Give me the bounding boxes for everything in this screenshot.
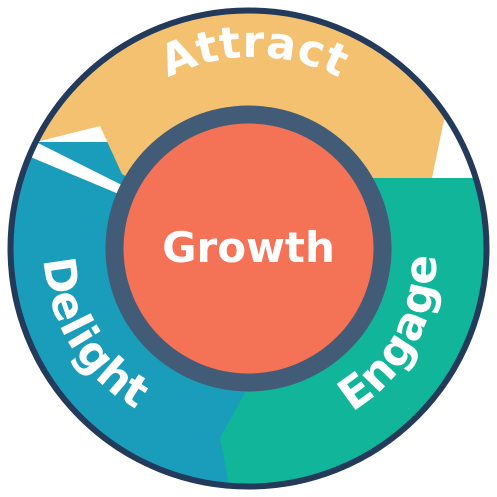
growth-circle bbox=[123, 123, 374, 374]
growth-label: Growth bbox=[162, 223, 335, 272]
outer-ring-outline bbox=[7, 7, 490, 490]
